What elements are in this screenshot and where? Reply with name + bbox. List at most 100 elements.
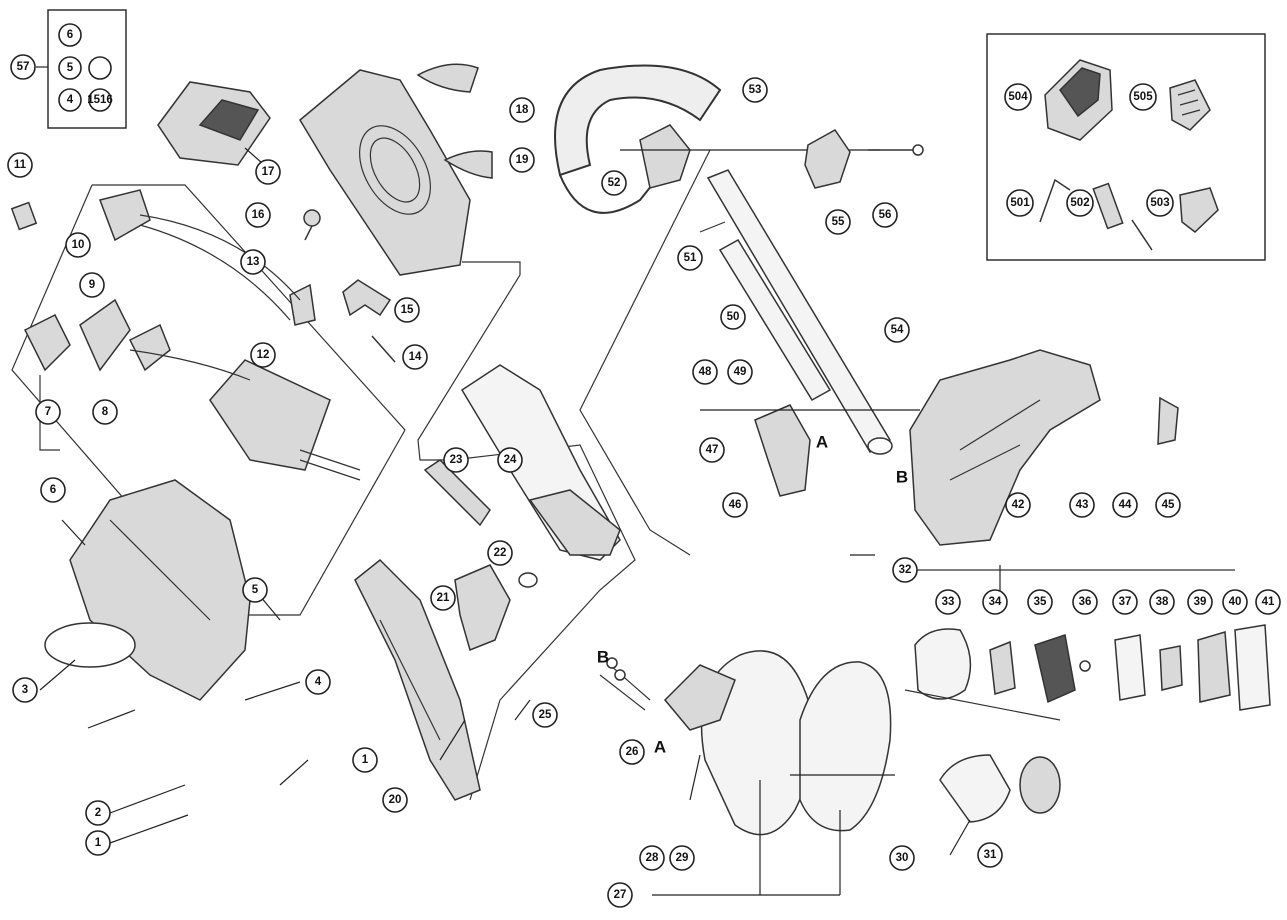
callout-27: 27 (607, 882, 633, 908)
callout-10: 10 (65, 232, 91, 258)
callout-41: 41 (1255, 589, 1281, 615)
connector-b-top: B (896, 468, 908, 487)
svg-text:504: 504 (1008, 91, 1028, 103)
svg-text:10: 10 (72, 239, 85, 251)
rear-handle-42 (909, 349, 1179, 546)
svg-text:25: 25 (539, 709, 552, 721)
callout-14: 14 (402, 344, 428, 370)
screw-14 (371, 335, 396, 363)
clip-503 (1179, 187, 1219, 233)
connector-a-top: A (816, 433, 828, 452)
callout-503: 503 (1146, 189, 1174, 217)
svg-text:55: 55 (832, 216, 845, 228)
trigger-23 (423, 459, 491, 527)
connector-b-bottom: B (597, 648, 609, 667)
callout-2: 2 (85, 800, 111, 826)
callout-36: 36 (1072, 589, 1098, 615)
svg-text:12: 12 (257, 349, 270, 361)
callout-502: 502 (1066, 189, 1094, 217)
callout-43: 43 (1069, 492, 1095, 518)
callouts: 1 2 3 4 5 6 7 8 9 10 11 12 13 14 15 16 1… (7, 54, 1281, 908)
svg-text:22: 22 (494, 547, 507, 559)
svg-text:37: 37 (1119, 596, 1132, 608)
callout-23: 23 (443, 447, 469, 473)
svg-text:20: 20 (389, 794, 402, 806)
callout-17: 17 (255, 159, 281, 185)
svg-text:2: 2 (95, 807, 101, 819)
callout-8: 8 (92, 399, 118, 425)
callout-6: 6 (40, 477, 66, 503)
svg-text:26: 26 (626, 746, 639, 758)
callout-50: 50 (720, 304, 746, 330)
callout-3: 3 (12, 677, 38, 703)
callout-16: 16 (245, 202, 271, 228)
callout-48: 48 (692, 359, 718, 385)
svg-text:36: 36 (1079, 596, 1092, 608)
svg-text:33: 33 (942, 596, 955, 608)
kit-item-6: 6 (67, 29, 73, 41)
callout-12: 12 (250, 342, 276, 368)
bracket-47 (700, 404, 920, 497)
spool-assembly (893, 569, 1271, 823)
svg-text:18: 18 (516, 104, 529, 116)
svg-text:52: 52 (608, 177, 621, 189)
svg-text:41: 41 (1262, 596, 1275, 608)
svg-text:30: 30 (896, 852, 909, 864)
svg-text:503: 503 (1150, 197, 1169, 209)
svg-text:505: 505 (1133, 91, 1153, 103)
callout-28: 28 (639, 845, 665, 871)
callout-1a: 1 (85, 830, 111, 856)
kit-box-57: 6 5 4 1516 (36, 9, 127, 129)
svg-text:31: 31 (984, 849, 997, 861)
callout-56: 56 (872, 202, 898, 228)
guard-27 (599, 650, 895, 836)
svg-text:47: 47 (706, 444, 719, 456)
kit-item-4: 4 (67, 94, 74, 106)
svg-text:49: 49 (734, 366, 747, 378)
callout-5: 5 (242, 577, 268, 603)
shaft-tubes (699, 169, 893, 455)
svg-text:15: 15 (401, 304, 414, 316)
svg-text:46: 46 (729, 499, 742, 511)
svg-text:40: 40 (1229, 596, 1242, 608)
callout-51: 51 (677, 245, 703, 271)
kit-item-1516: 1516 (87, 94, 113, 106)
hex-key-501 (1039, 178, 1071, 223)
svg-text:1: 1 (95, 837, 102, 849)
shroud-upper (299, 63, 493, 276)
svg-text:42: 42 (1012, 499, 1025, 511)
svg-text:29: 29 (676, 852, 689, 864)
callout-1b: 1 (352, 747, 378, 773)
svg-text:1: 1 (362, 754, 369, 766)
kit-item-5: 5 (67, 62, 74, 74)
callout-7: 7 (35, 399, 61, 425)
svg-text:35: 35 (1034, 596, 1047, 608)
callout-55: 55 (825, 209, 851, 235)
svg-text:57: 57 (17, 61, 30, 73)
bolt-56 (868, 144, 924, 156)
callout-13: 13 (240, 249, 266, 275)
svg-text:3: 3 (22, 684, 28, 696)
callout-52: 52 (601, 170, 627, 196)
svg-text:53: 53 (749, 84, 762, 96)
battery-17 (157, 81, 271, 171)
callout-31: 31 (977, 842, 1003, 868)
motor-housing-left (44, 479, 251, 701)
callout-18: 18 (509, 97, 535, 123)
svg-text:24: 24 (504, 454, 517, 466)
callout-504: 504 (1004, 83, 1032, 111)
callout-11: 11 (7, 152, 33, 178)
svg-text:8: 8 (102, 406, 109, 418)
callout-34: 34 (982, 589, 1008, 615)
callout-57: 57 (10, 54, 36, 80)
group-outlines (11, 149, 711, 801)
svg-text:21: 21 (437, 592, 450, 604)
callout-46: 46 (722, 492, 748, 518)
front-housing-25 (354, 558, 481, 801)
accessory-box (986, 33, 1266, 261)
leader-lines (39, 519, 1001, 896)
callout-35: 35 (1027, 589, 1053, 615)
callout-44: 44 (1112, 492, 1138, 518)
callout-25: 25 (532, 702, 558, 728)
callout-49: 49 (727, 359, 753, 385)
